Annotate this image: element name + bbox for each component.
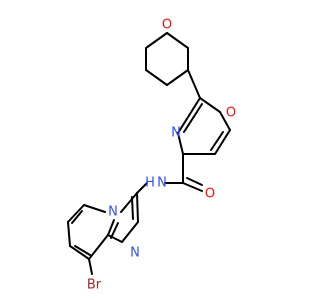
bond bbox=[145, 32, 168, 49]
atom-label-layer: O O N O N H N N Br bbox=[87, 18, 236, 293]
bond bbox=[71, 210, 83, 224]
bond bbox=[166, 69, 189, 86]
atom-label-carbonyl-oxygen: O bbox=[205, 187, 215, 202]
bond bbox=[187, 69, 201, 99]
atom-label-amide-nitrogen: N bbox=[157, 176, 167, 191]
bond bbox=[136, 182, 148, 194]
atom-label-bromine: Br bbox=[87, 278, 102, 293]
bond bbox=[120, 192, 138, 213]
molecule-structure: O O N O N H N N Br bbox=[67, 18, 236, 293]
bond bbox=[67, 221, 71, 247]
bond bbox=[131, 196, 134, 220]
bond bbox=[186, 177, 203, 186]
bond bbox=[219, 111, 231, 131]
bond bbox=[182, 182, 203, 192]
bond bbox=[121, 221, 139, 243]
bond bbox=[107, 234, 123, 243]
bond bbox=[177, 97, 201, 134]
bond bbox=[136, 192, 139, 223]
bond bbox=[166, 32, 189, 49]
bond bbox=[107, 219, 115, 236]
bond bbox=[69, 245, 90, 260]
bond bbox=[67, 204, 85, 223]
bond bbox=[110, 222, 119, 239]
atom-label-oxazole-nitrogen: N bbox=[171, 126, 181, 141]
atom-label-oxazole-oxygen: O bbox=[226, 106, 236, 121]
atom-label-amide-hydrogen: H bbox=[145, 176, 155, 191]
bond-layer bbox=[67, 32, 231, 275]
bond bbox=[214, 129, 231, 155]
bond bbox=[183, 103, 203, 133]
bond bbox=[88, 258, 93, 275]
bond bbox=[88, 234, 109, 260]
bond bbox=[177, 132, 184, 155]
bond bbox=[199, 97, 221, 113]
atom-label-bridge-nitrogen: N bbox=[108, 205, 118, 220]
atom-label-imidazole-nitrogen: N bbox=[130, 246, 140, 261]
bond bbox=[210, 131, 224, 151]
bond bbox=[83, 204, 106, 213]
bond bbox=[145, 69, 168, 86]
atom-label-ring-oxygen: O bbox=[162, 18, 172, 33]
bond bbox=[74, 245, 91, 256]
